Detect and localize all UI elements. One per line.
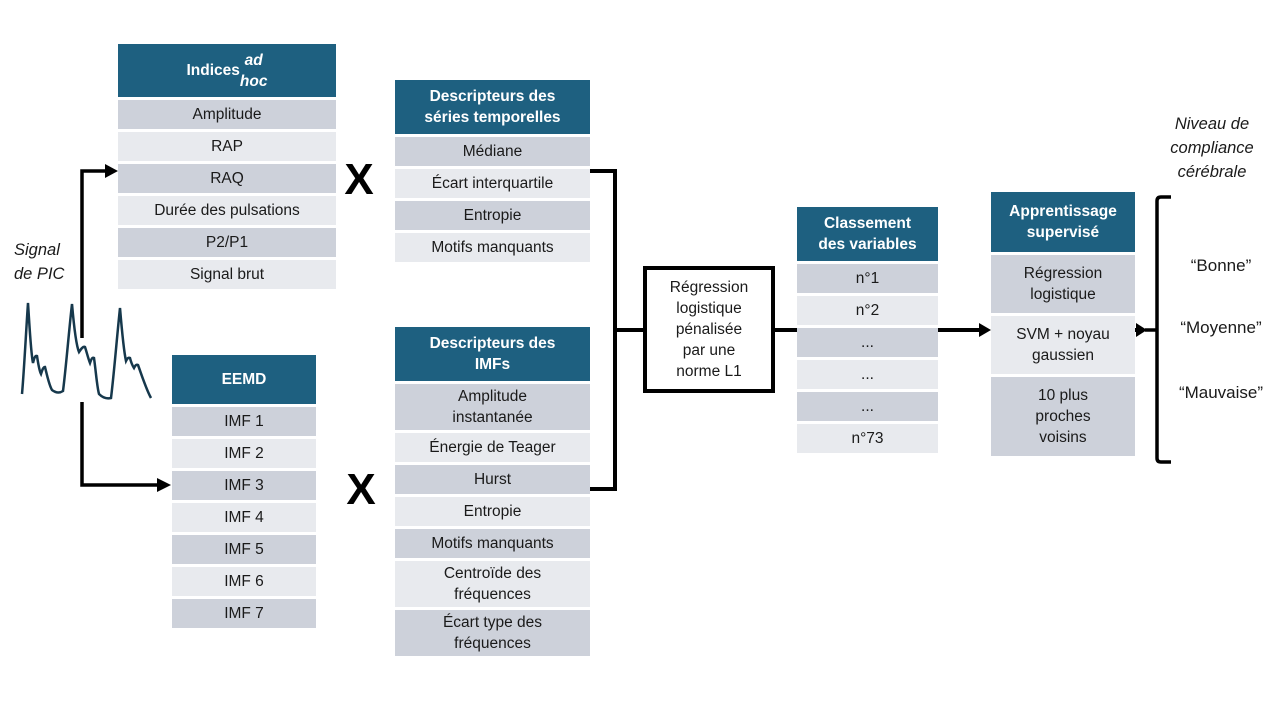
arrowhead-to-output-icon — [1136, 323, 1147, 337]
table-row: n°1 — [797, 264, 938, 293]
table-row: Régression logistique — [991, 255, 1135, 313]
output-class-moyenne: “Moyenne” — [1180, 318, 1262, 337]
arrowhead-to-eemd-icon — [157, 478, 171, 492]
table-row: Motifs manquants — [395, 233, 590, 262]
l1-regression-box: Régression logistique pénalisée par une … — [643, 266, 775, 393]
table-classement-variables: Classement des variables n°1 n°2......... n… — [797, 207, 938, 453]
table-row: IMF 2 — [172, 439, 316, 468]
table-row: ... — [797, 328, 938, 357]
table-row: Entropie — [395, 497, 590, 526]
table-row: 10 plus proches voisins — [991, 377, 1135, 456]
table-row: Amplitude — [118, 100, 336, 129]
table-row: Écart type des fréquences — [395, 610, 590, 656]
table-row: RAP — [118, 132, 336, 161]
output-class-mauvaise: “Mauvaise” — [1178, 383, 1264, 402]
table-row: Durée des pulsations — [118, 196, 336, 225]
signal-de-pic-label: Signal de PIC — [14, 241, 65, 283]
table-header: Descripteurs des séries temporelles — [395, 80, 590, 134]
table-row: Motifs manquants — [395, 529, 590, 558]
table-row: Centroïde des fréquences — [395, 561, 590, 607]
table-row: P2/P1 — [118, 228, 336, 257]
arrowhead-to-learning-icon — [979, 323, 991, 337]
descriptors-to-box-connector — [590, 169, 645, 491]
output-bracket — [1145, 195, 1171, 464]
table-header: Descripteurs des IMFs — [395, 327, 590, 381]
table-row: IMF 1 — [172, 407, 316, 436]
table-row: n°2 — [797, 296, 938, 325]
table-header: Classement des variables — [797, 207, 938, 261]
table-header: Indices ad hoc — [118, 44, 336, 97]
multiply-symbol-top: X — [344, 155, 374, 204]
table-row: IMF 6 — [172, 567, 316, 596]
table-row: Signal brut — [118, 260, 336, 289]
table-row: IMF 7 — [172, 599, 316, 628]
table-header: EEMD — [172, 355, 316, 404]
table-row: IMF 3 — [172, 471, 316, 500]
table-row: Entropie — [395, 201, 590, 230]
table-row: ... — [797, 360, 938, 389]
table-row: Énergie de Teager — [395, 433, 590, 462]
table-row: IMF 5 — [172, 535, 316, 564]
table-row: ... — [797, 392, 938, 421]
table-row: SVM + noyau gaussien — [991, 316, 1135, 374]
table-eemd: EEMD IMF 1 IMF 2 IMF 3 IMF 4 IMF 5 IMF 6 IMF 7 — [172, 355, 316, 628]
icp-waveform — [20, 302, 153, 400]
output-class-bonne: “Bonne” — [1190, 256, 1252, 275]
table-row: Médiane — [395, 137, 590, 166]
multiply-symbol-bottom: X — [346, 465, 376, 514]
table-row: Écart interquartile — [395, 169, 590, 198]
table-row: Hurst — [395, 465, 590, 494]
signal-branch-connector — [80, 169, 158, 487]
table-row: RAQ — [118, 164, 336, 193]
output-title: Niveau de compliance cérébrale — [1170, 115, 1254, 181]
table-row: Amplitude instantanée — [395, 384, 590, 430]
table-header: Apprentissage supervisé — [991, 192, 1135, 252]
arrowhead-to-indices-icon — [105, 164, 118, 178]
table-row: n°73 — [797, 424, 938, 453]
table-row: IMF 4 — [172, 503, 316, 532]
